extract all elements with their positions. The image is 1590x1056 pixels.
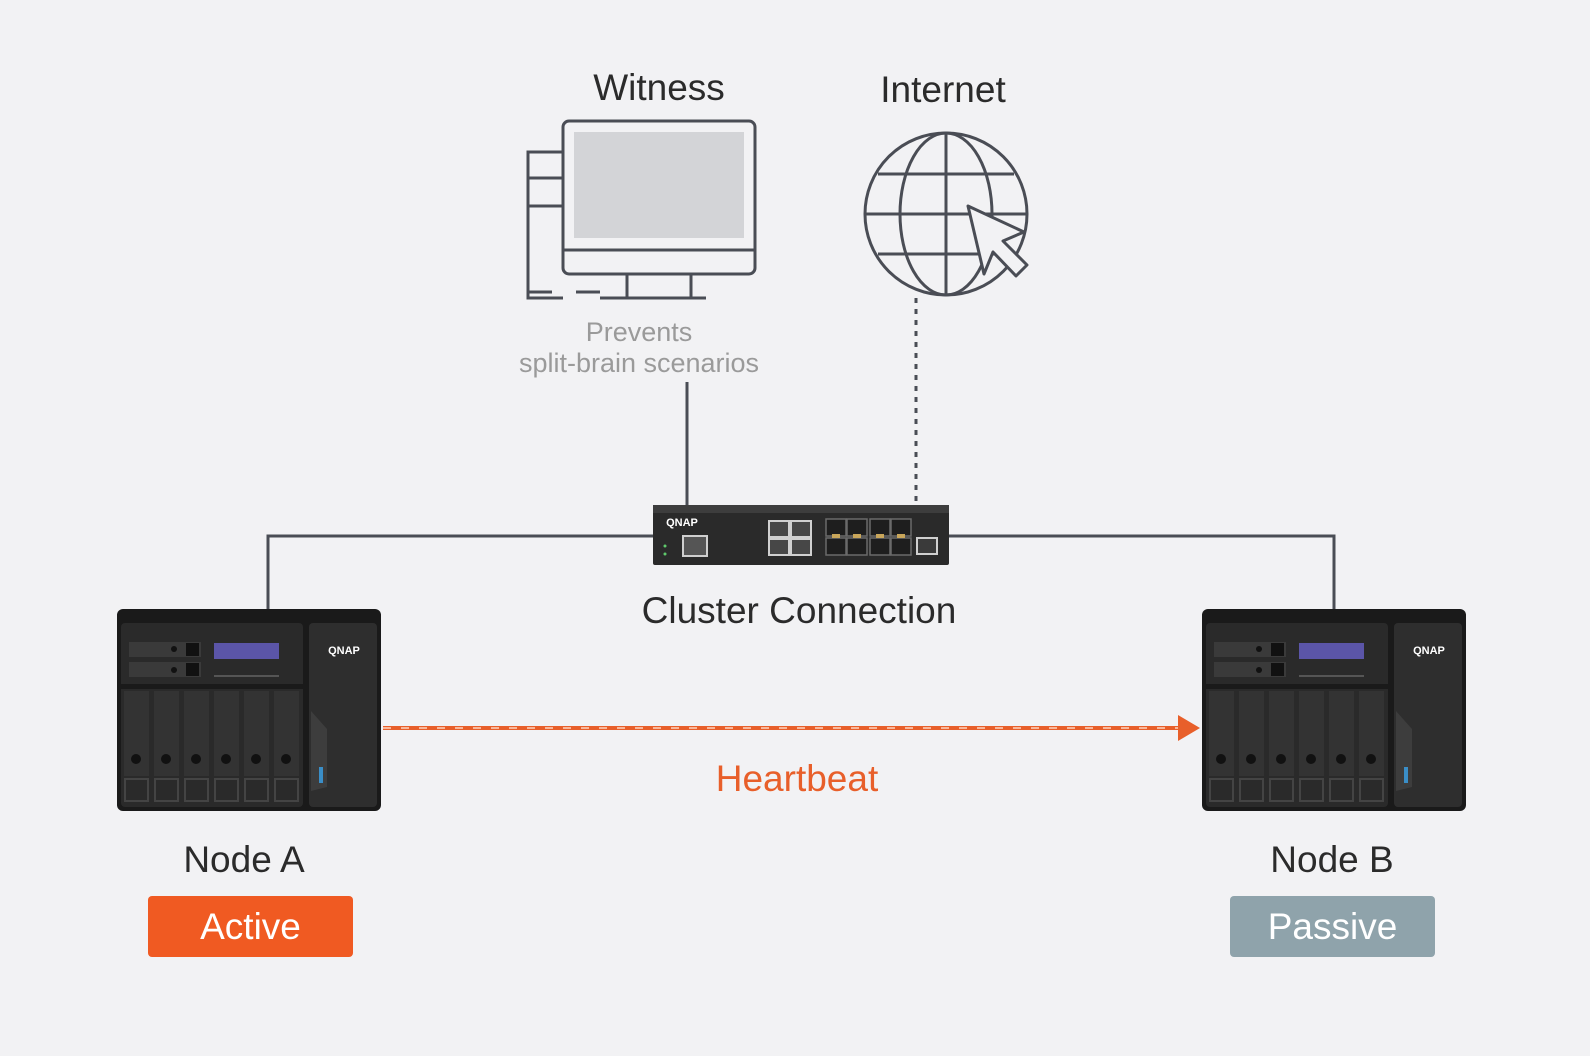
node-a-link-line — [266, 534, 655, 612]
node-a-nas-logo: QNAP — [328, 645, 360, 657]
node-b-status-label: Passive — [1267, 905, 1398, 947]
node-b-nas-device — [1202, 609, 1466, 811]
node-b-link-line — [948, 534, 1336, 612]
witness-computer-icon — [526, 119, 757, 300]
node-b-title: Node B — [1270, 839, 1394, 880]
witness-note-line1: Prevents — [585, 317, 693, 347]
heartbeat-label: Heartbeat — [715, 758, 879, 799]
node-b-nas-logo: QNAP — [1413, 645, 1445, 657]
network-switch — [653, 505, 949, 565]
node-a-nas-device — [117, 609, 381, 811]
switch-logo: QNAP — [666, 517, 698, 529]
switch-label: Cluster Connection — [641, 590, 957, 631]
internet-title: Internet — [880, 69, 1006, 110]
node-a-title: Node A — [183, 839, 305, 880]
witness-note: Prevents split-brain scenarios — [519, 317, 759, 379]
globe-cursor-icon — [863, 131, 1029, 297]
witness-title: Witness — [593, 67, 725, 108]
node-a-status-badge: Active — [148, 896, 353, 957]
witness-note-line2: split-brain scenarios — [518, 348, 760, 378]
heartbeat-arrow — [383, 715, 1200, 741]
node-b-status-badge: Passive — [1230, 896, 1435, 957]
node-a-status-label: Active — [200, 905, 301, 947]
